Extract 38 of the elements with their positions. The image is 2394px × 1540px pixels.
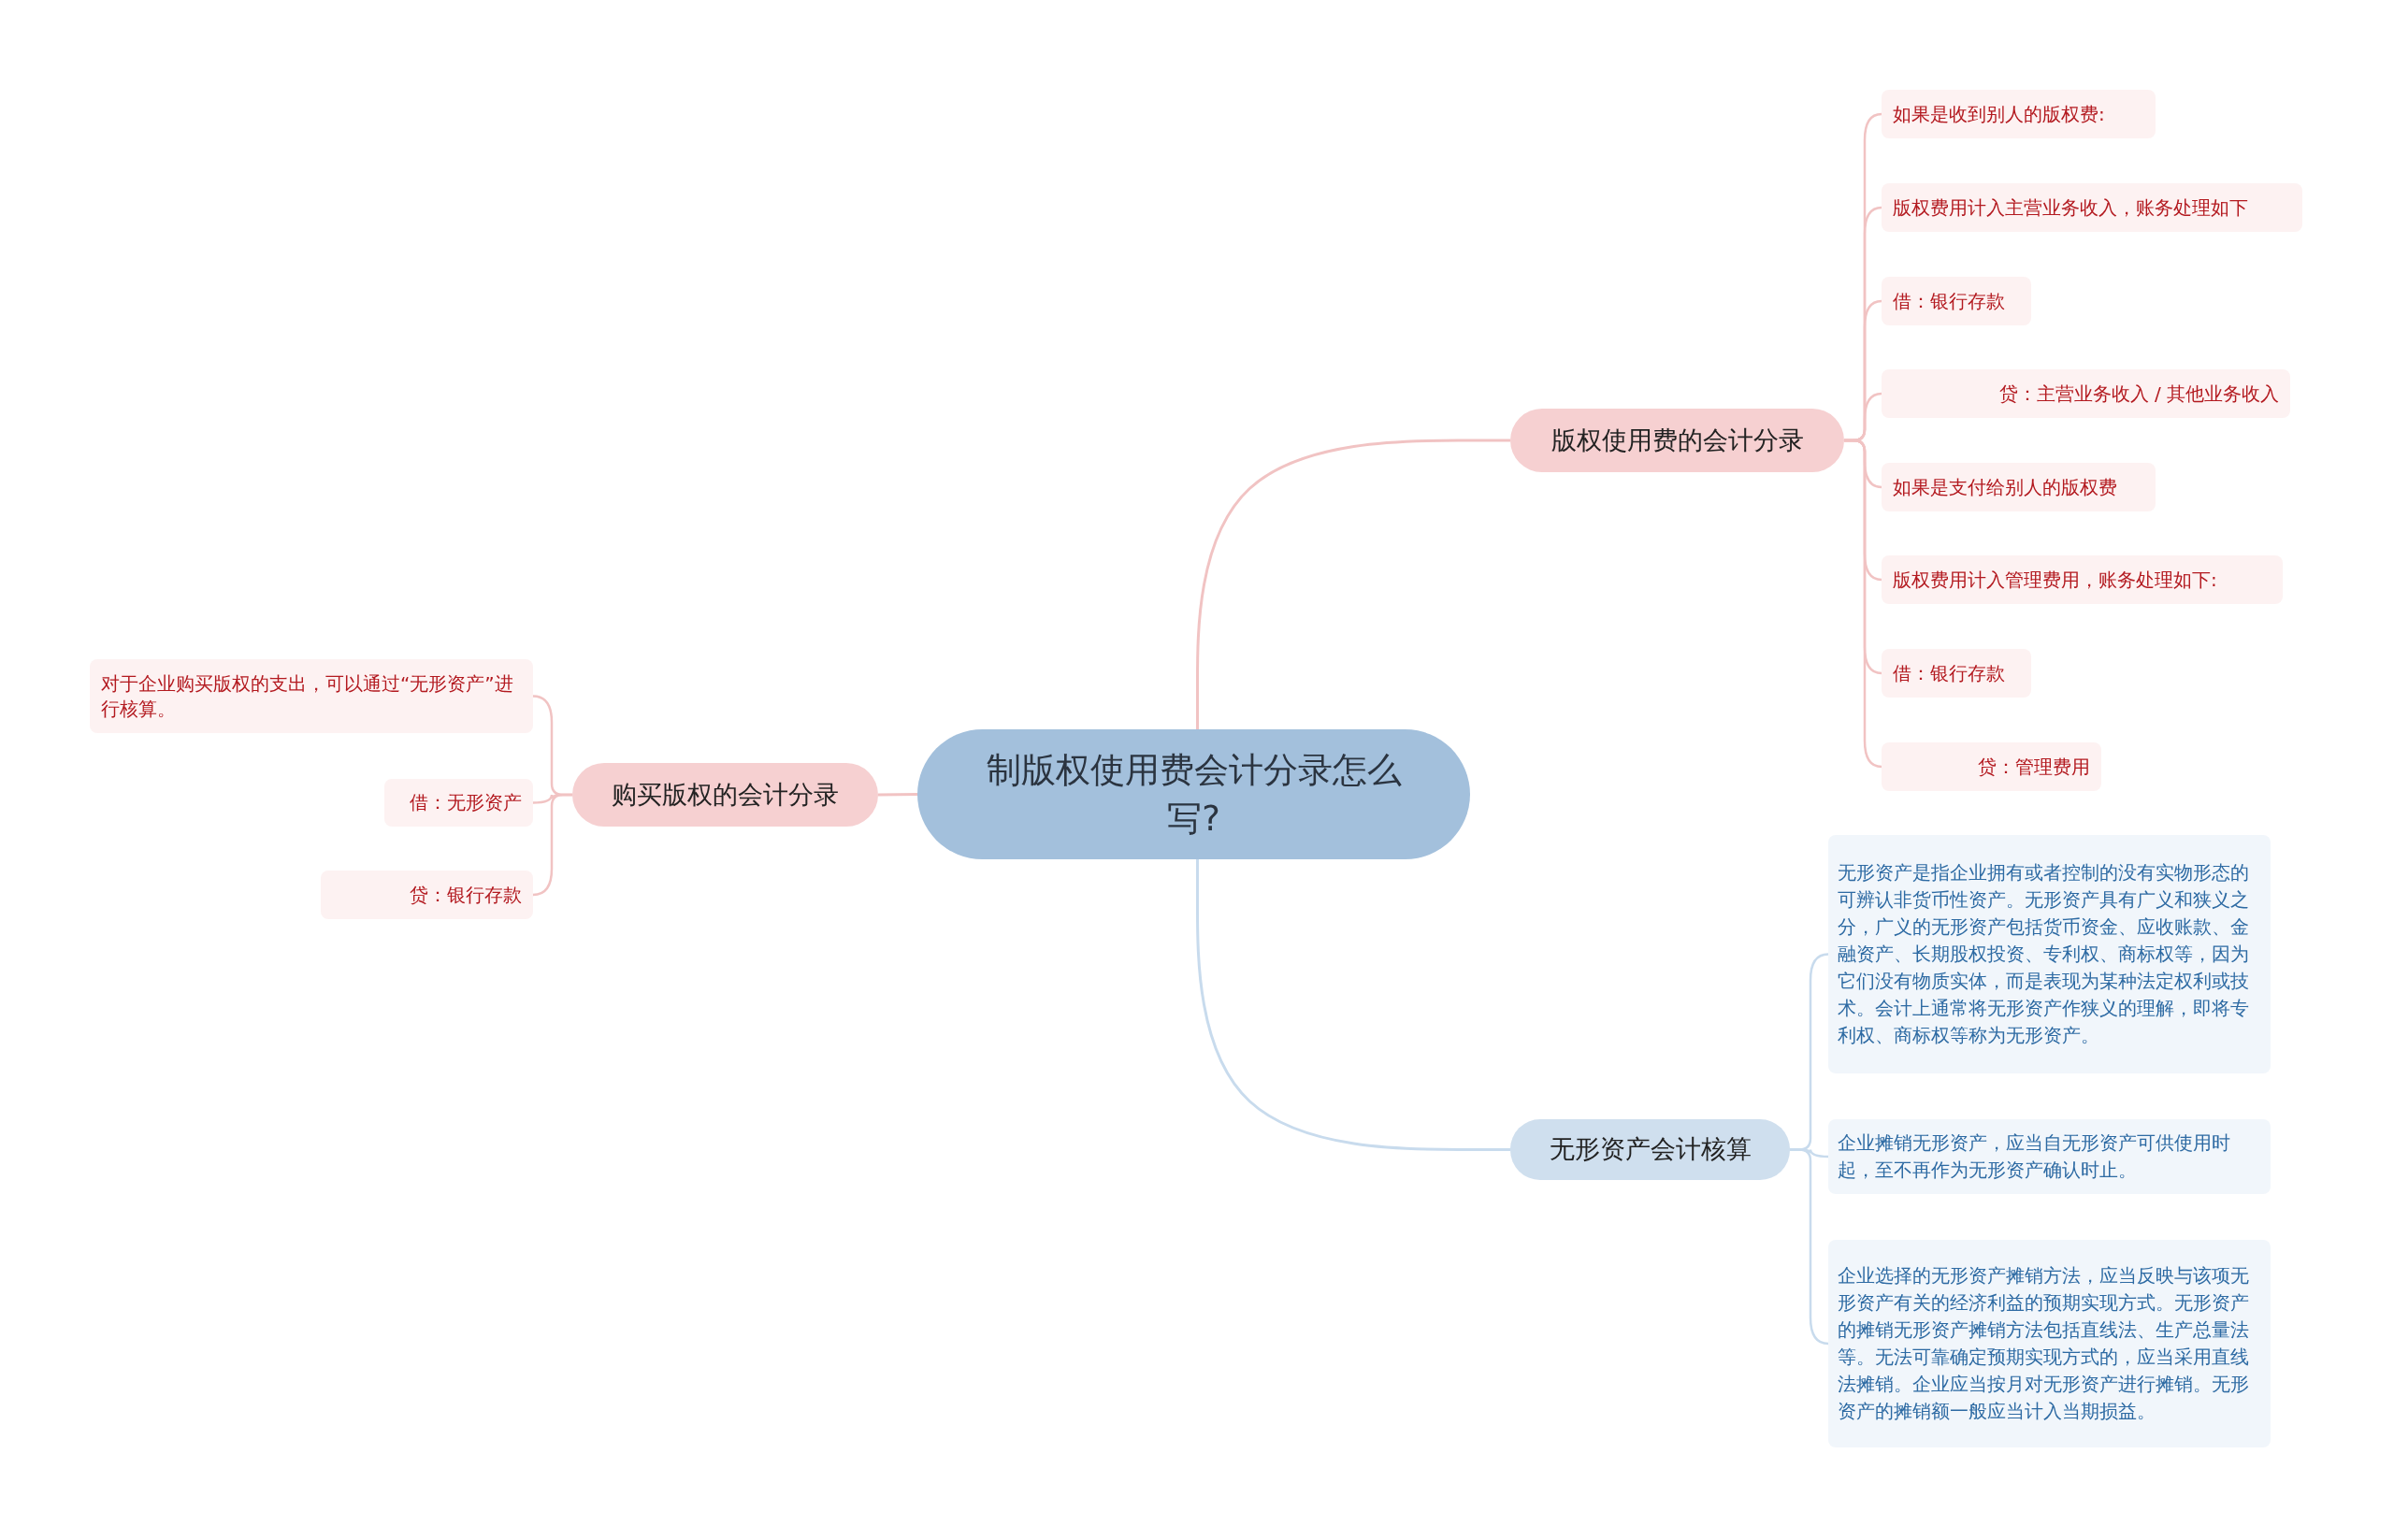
leaf-topic-text: 企业摊销无形资产，应当自无形资产可供使用时起，至不再作为无形资产确认时止。 (1838, 1130, 2231, 1183)
branch-topic-text: 版权使用费的会计分录 (1550, 424, 1804, 456)
branch-topic-text: 无形资产会计核算 (1549, 1133, 1752, 1166)
leaf-topic-box (1882, 183, 2302, 232)
leaf-topic-box (1882, 90, 2156, 138)
branch-connector (1196, 439, 1510, 729)
leaf-topic-text: 版权费用计入主营业务收入，账务处理如下 (1893, 194, 2248, 221)
leaf-topic-box (321, 871, 533, 919)
leaf-topic-box (1882, 555, 2283, 604)
leaf-connector (1790, 1148, 1829, 1346)
leaf-topic-box (1882, 742, 2101, 791)
leaf-topic-text: 版权费用计入管理费用，账务处理如下: (1893, 567, 2217, 593)
leaf-topic-box (1882, 277, 2031, 325)
root-topic-text: 制版权使用费会计分录怎么写? (985, 748, 1403, 841)
leaf-topic-text: 借：银行存款 (1893, 660, 2005, 686)
leaf-topic-text: 企业选择的无形资产摊销方法，应当反映与该项无形资产有关的经济利益的预期实现方式。无形资产的摊销无形资产摊销方法包括直线法、生产总量法等。无法可靠确定预期实现方式的，应当采用直线法摊销。企业应当按月对无形资产进行摊销。无形资产的摊销额一般应当计入当期损益。 (1838, 1263, 2250, 1424)
leaf-topic-text: 如果是支付给别人的版权费 (1893, 474, 2117, 500)
leaf-topic-box (384, 779, 533, 827)
branch-topic-text: 购买版权的会计分录 (612, 778, 839, 811)
leaf-connector (1844, 439, 1882, 769)
leaf-topic-box (1828, 835, 2271, 1073)
leaf-topic-text: 无形资产是指企业拥有或者控制的没有实物形态的可辨认非货币性资产。无形资产具有广义和狭义之分，广义的无形资产包括货币资金、应收账款、金融资产、长期股权投资、专利权、商标权等，因为它们没有物质实体，而是表现为某种法定权利或技术。会计上通常将无形资产作狭义的理解，即将专利权、商标权等称为无形资产。 (1838, 860, 2250, 1048)
leaf-topic-box (90, 659, 533, 733)
leaf-topic-box (1882, 463, 2156, 511)
leaf-topic-text: 对于企业购买版权的支出，可以通过“无形资产”进行核算。 (101, 670, 514, 722)
leaf-topic-text: 借：无形资产 (410, 790, 522, 815)
leaf-topic-box (1828, 1119, 2271, 1194)
leaf-topic-box (1828, 1240, 2271, 1447)
leaf-connector (532, 793, 572, 897)
branch-connector (878, 793, 917, 797)
leaf-topic-text: 贷：主营业务收入 / 其他业务收入 (1998, 381, 2279, 407)
leaf-topic-text: 贷：管理费用 (1978, 754, 2090, 780)
leaf-topic-text: 贷：银行存款 (410, 882, 522, 908)
leaf-topic-box (1882, 649, 2031, 698)
leaf-topic-text: 借：银行存款 (1893, 288, 2005, 314)
leaf-topic-text: 如果是收到别人的版权费: (1893, 101, 2105, 127)
branch-connector (1196, 859, 1510, 1151)
leaf-topic-box (1882, 369, 2290, 418)
